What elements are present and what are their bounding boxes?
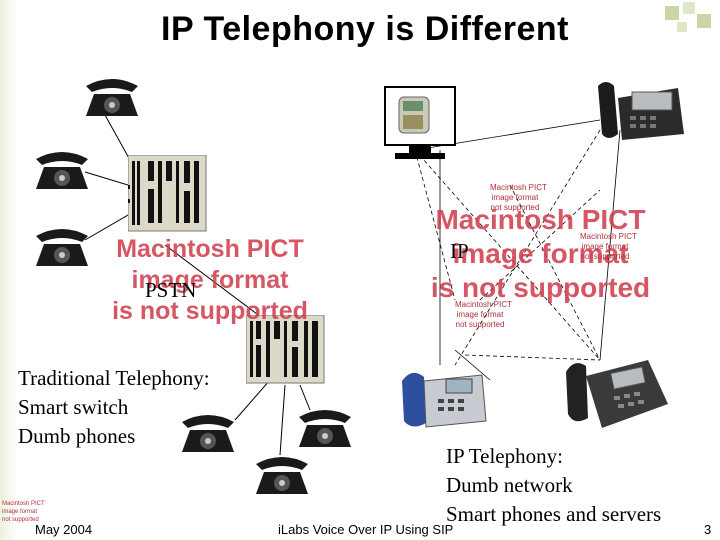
rotary-phone-icon (86, 79, 138, 116)
ip-telephony-text: IP Telephony: Dumb network Smart phones … (446, 444, 662, 526)
page-number: 3 (704, 522, 712, 537)
pict-placeholder-right: Macintosh PICT image format is not suppo… (430, 204, 651, 303)
traditional-telephony-text: Traditional Telephony: Smart switch Dumb… (18, 366, 210, 448)
slide-title: IP Telephony is Different (161, 10, 569, 48)
ip-label: IP (450, 239, 469, 263)
telephone-switch-icon (246, 315, 325, 384)
rotary-phone-icon (256, 457, 308, 494)
telephone-switch-icon (128, 155, 207, 232)
left-edge-bar (0, 0, 18, 540)
corner-decoration (645, 0, 720, 40)
ip-phone-icon (566, 360, 668, 428)
rotary-phone-icon (36, 229, 88, 266)
rotary-phone-icon (36, 152, 88, 189)
rotary-phone-icon (299, 410, 351, 447)
footer-center: iLabs Voice Over IP Using SIP (278, 522, 454, 537)
computer-softphone-icon (384, 86, 456, 159)
ip-phone-icon (598, 82, 684, 140)
pict-placeholder-left: Macintosh PICT image format is not suppo… (112, 235, 308, 325)
pstn-label: PSTN (145, 278, 197, 302)
rotary-phone-icon (182, 415, 234, 452)
ip-phone-icon (402, 372, 487, 428)
footer-date: May 2004 (35, 522, 93, 537)
